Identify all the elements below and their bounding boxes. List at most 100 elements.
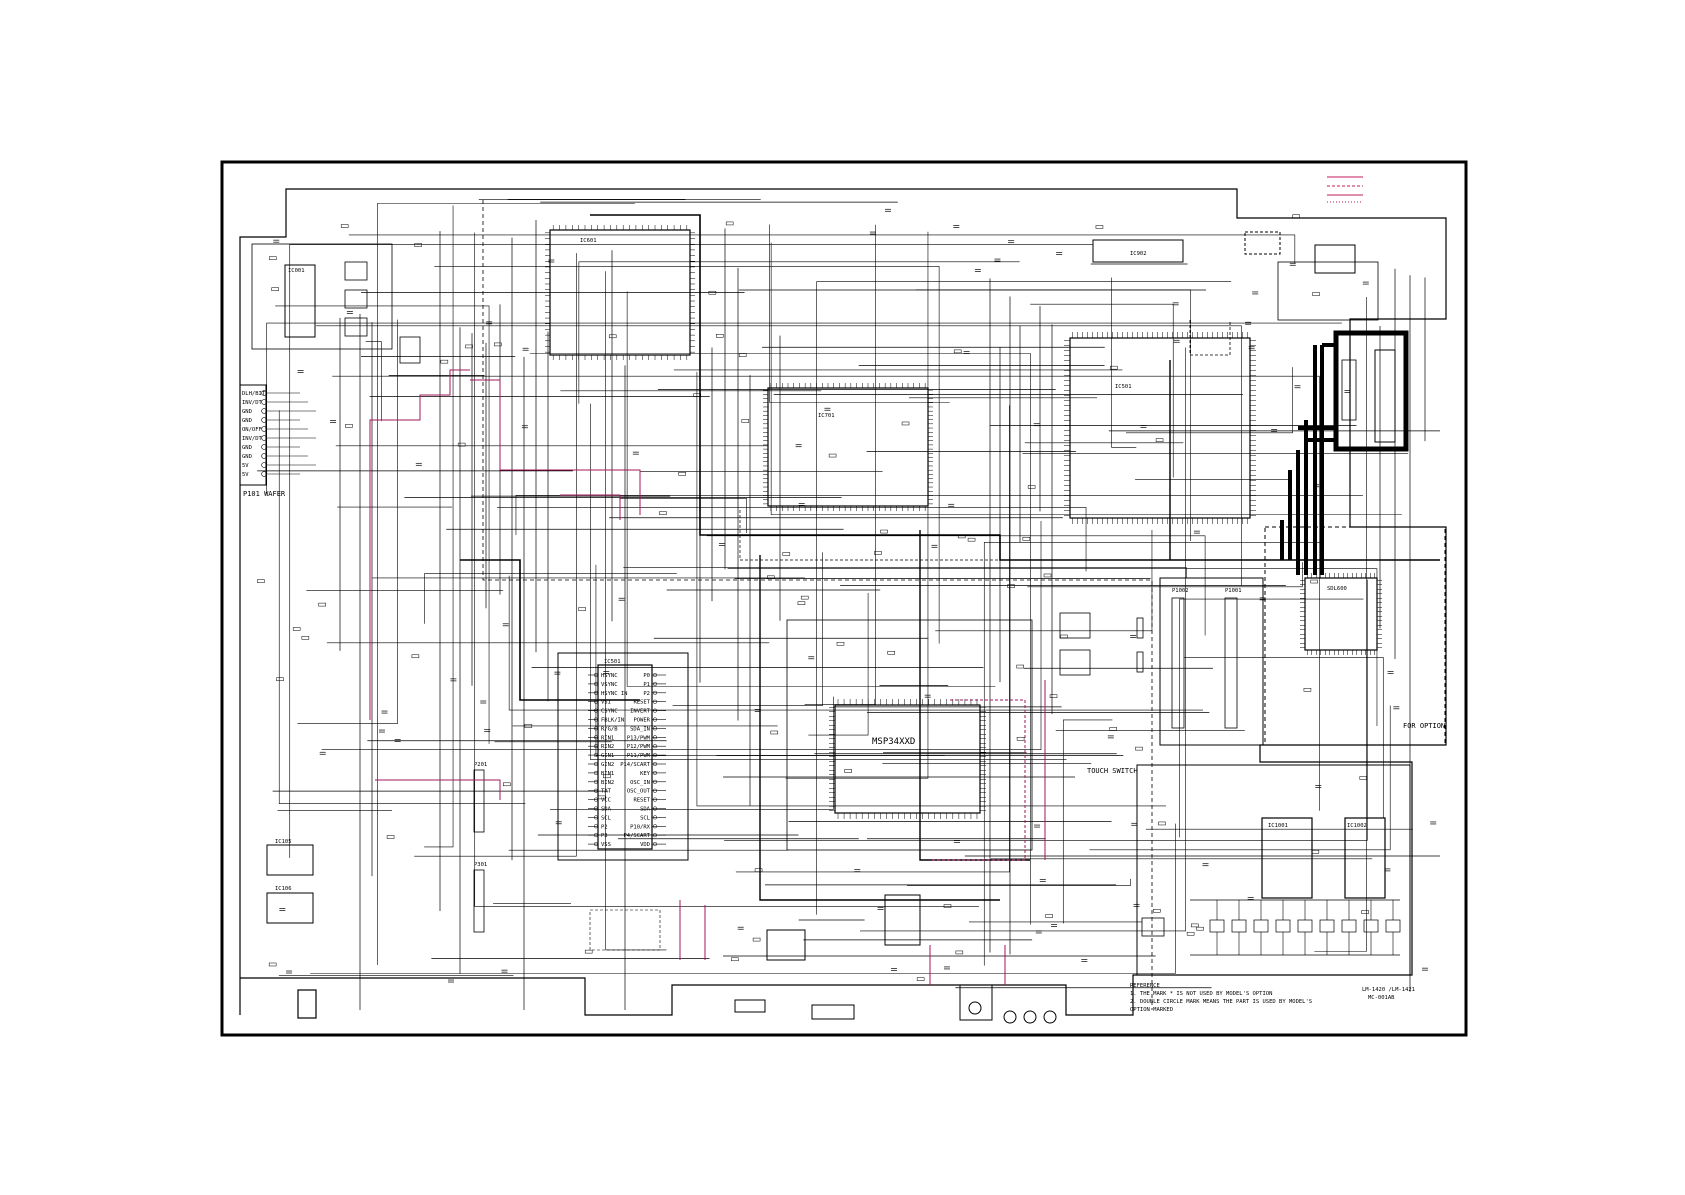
component	[269, 256, 277, 260]
touch-switch	[1253, 919, 1269, 933]
component	[340, 224, 349, 228]
component	[880, 529, 888, 534]
ic501-pin-label-left: GIN1	[601, 753, 614, 759]
component	[318, 602, 326, 607]
component	[754, 868, 763, 872]
component	[800, 595, 809, 600]
wire	[375, 779, 501, 800]
wire	[369, 369, 470, 720]
ic501-pin-label-left: SCL	[601, 815, 612, 821]
wire	[595, 564, 945, 756]
reference-heading: REFERENCE	[1130, 983, 1160, 989]
wire	[470, 379, 641, 515]
wire	[696, 371, 1167, 807]
component	[1110, 365, 1118, 370]
component	[608, 334, 617, 339]
wire	[626, 291, 996, 687]
wire	[474, 232, 979, 907]
component	[465, 344, 473, 349]
ic501-pin-label-left: CSYNC	[601, 709, 618, 715]
wire	[1179, 598, 1364, 838]
component	[1007, 584, 1015, 588]
ic501-pin-label-left: BIN2	[601, 780, 614, 786]
wire	[623, 567, 1187, 578]
ic501-pin-label-left: GIN2	[601, 762, 614, 768]
wire	[605, 271, 667, 951]
reference-notes: REFERENCE 1. THE MARK * IS NOT USED BY M…	[1130, 983, 1415, 1013]
ic501-pin-label-left: VSS	[601, 842, 611, 848]
touch-switch-label: TOUCH SWITCH	[1087, 767, 1138, 775]
component	[345, 424, 353, 428]
left-connector-pin-label: GND	[242, 409, 252, 415]
wire	[727, 568, 1378, 726]
component	[440, 359, 449, 364]
wire	[619, 498, 747, 534]
bottom-jacks	[297, 989, 1057, 1024]
touch-switch	[1363, 919, 1379, 933]
component	[578, 607, 586, 611]
sdl-label: SDL600	[1327, 586, 1347, 592]
left-connector-pin-label: DLH/BIT	[242, 391, 266, 397]
wire	[496, 507, 1087, 572]
component	[1303, 688, 1312, 692]
ic501-pin	[652, 788, 658, 793]
wire	[289, 244, 1094, 858]
component	[782, 552, 791, 556]
wire	[1111, 277, 1137, 448]
component	[414, 243, 422, 247]
reference-note-1: 1. THE MARK * IS NOT USED BY MODEL'S OPT…	[1130, 991, 1272, 997]
ic701-label: IC701	[818, 413, 835, 419]
component	[598, 795, 606, 800]
component	[1158, 821, 1166, 826]
wire	[1062, 719, 1113, 924]
wire	[1126, 367, 1293, 434]
component	[1043, 573, 1052, 578]
wire	[266, 322, 1342, 494]
component	[1361, 910, 1369, 914]
component	[301, 636, 310, 640]
ic501-pin-label-right: P1	[643, 682, 650, 688]
ic501-pin-label-right: VDD	[640, 842, 650, 848]
component	[457, 442, 466, 447]
wire	[808, 592, 869, 736]
wire	[706, 535, 1206, 636]
left-connector-pin-label: 5V	[242, 472, 249, 478]
wire	[424, 573, 677, 624]
left-connector-caption: P101 WAFER	[243, 490, 286, 498]
component	[584, 949, 593, 954]
left-connector-pin-label: INV/DT	[242, 436, 263, 442]
ic501-pin	[652, 761, 658, 767]
ic501-pin-label-right: P11/PWM	[627, 753, 651, 759]
component	[1027, 485, 1036, 489]
component	[1060, 634, 1068, 639]
component	[268, 962, 277, 967]
wire	[739, 510, 1010, 561]
wire	[310, 823, 1176, 974]
component	[1095, 225, 1104, 229]
wire	[348, 234, 1296, 264]
ic501-pin	[652, 672, 658, 678]
ic001-label: IC001	[288, 268, 305, 274]
p1002-label: P1002	[1172, 588, 1189, 594]
component	[1292, 214, 1300, 218]
ic501-dip-label: IC501	[604, 659, 621, 665]
p1002-block: P1002 P1001	[1159, 577, 1264, 746]
wire	[434, 266, 940, 644]
wire	[321, 520, 1042, 750]
wire	[460, 559, 640, 701]
component	[1359, 776, 1368, 780]
component	[678, 472, 686, 476]
touch-switch	[1209, 919, 1225, 933]
component	[738, 353, 747, 357]
touch-switch-block: TOUCH SWITCH IC1001 IC1002	[1087, 764, 1411, 976]
ic501-pin	[593, 815, 599, 820]
left-connector-pin-label: GND	[242, 418, 252, 424]
wire	[550, 696, 834, 810]
ic501-pin	[652, 717, 658, 722]
ic501-pin	[652, 815, 658, 820]
sheet-border	[220, 160, 1468, 1037]
component	[1312, 292, 1320, 296]
ic106-label: IC106	[275, 886, 292, 892]
ic501-pin-label-left: HSYNC IN	[601, 691, 628, 697]
